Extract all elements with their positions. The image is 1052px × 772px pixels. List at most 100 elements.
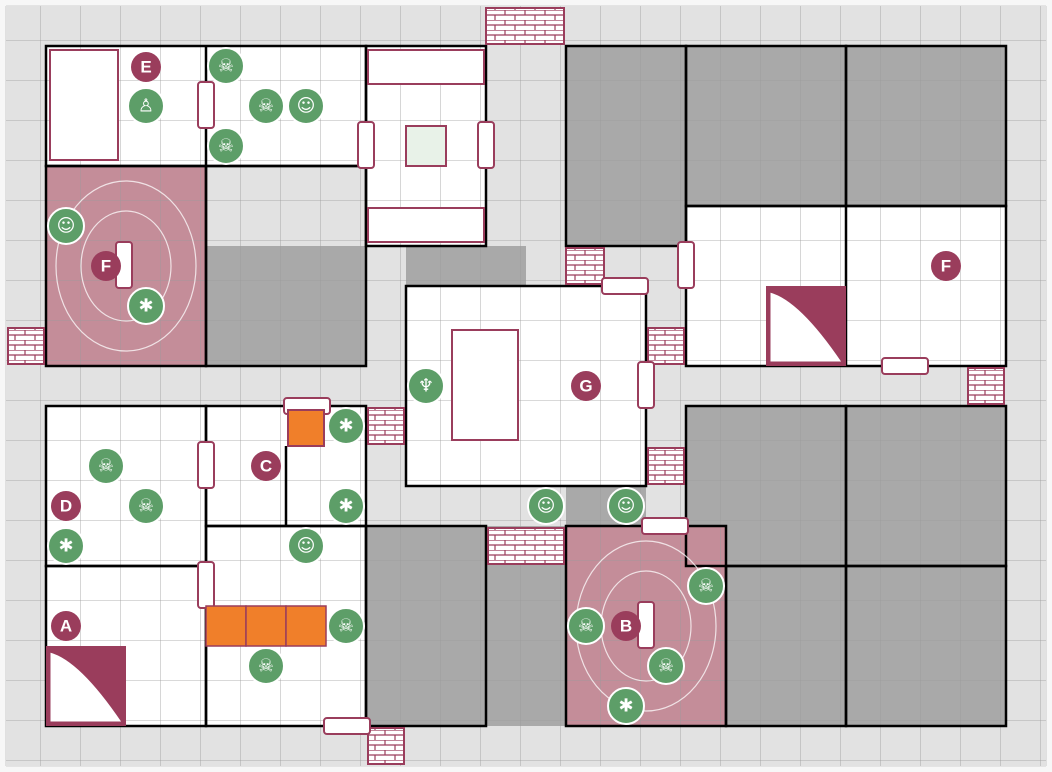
room-marker-e	[131, 52, 161, 82]
wall-shelf	[287, 409, 325, 447]
svg-text:☺: ☺	[297, 96, 316, 117]
rubble-block	[487, 527, 565, 565]
skull-token	[207, 127, 245, 165]
svg-text:✱: ✱	[338, 416, 353, 437]
stairs	[46, 286, 846, 726]
svg-text:☠: ☠	[578, 616, 594, 637]
room-marker-f-west	[91, 251, 121, 281]
svg-text:☠: ☠	[338, 616, 354, 637]
svg-text:☺: ☺	[297, 536, 316, 557]
wizard-token	[127, 87, 165, 125]
svg-text:☠: ☠	[258, 96, 274, 117]
teleport-circle	[55, 180, 197, 352]
room-marker-d	[51, 491, 81, 521]
skull-token	[127, 487, 165, 525]
door	[357, 121, 375, 169]
skull-token	[87, 447, 125, 485]
svg-text:✱: ✱	[58, 536, 73, 557]
doors[interactable]	[115, 81, 929, 735]
skull-token	[647, 647, 685, 685]
room-label-f-west: F	[101, 257, 111, 276]
room-marker-a	[51, 611, 81, 641]
table	[451, 329, 519, 441]
svg-text:✱: ✱	[338, 496, 353, 517]
monster-tokens[interactable]	[47, 47, 725, 725]
spider-token	[127, 287, 165, 325]
svg-text:♙: ♙	[138, 96, 154, 117]
skull-token	[207, 47, 245, 85]
door	[197, 441, 215, 489]
room-label-d: D	[60, 497, 72, 516]
door	[641, 517, 689, 535]
spear-trap	[285, 605, 327, 647]
door	[637, 361, 655, 409]
svg-text:☺: ☺	[537, 496, 556, 517]
room-marker-f-east	[931, 251, 961, 281]
rubble-block	[647, 327, 685, 365]
svg-text:☠: ☠	[698, 576, 714, 597]
svg-text:☠: ☠	[218, 56, 234, 77]
room-label-g: G	[579, 377, 592, 396]
rubble-block	[7, 327, 45, 365]
tombs	[49, 49, 519, 447]
room-marker-g	[571, 371, 601, 401]
grid-overlay	[6, 6, 1046, 766]
orc-token	[527, 487, 565, 525]
skull-token	[567, 607, 605, 645]
rubble-blocks	[7, 7, 1005, 765]
spider-token	[327, 487, 365, 525]
svg-text:☠: ☠	[98, 456, 114, 477]
pedestal	[405, 125, 447, 167]
svg-text:☠: ☠	[658, 656, 674, 677]
spider-token	[607, 687, 645, 725]
spider-token	[327, 407, 365, 445]
token-glyphs: ☠ ☠ ☠ ☠ ☠ ☠ ☠ ☠ ☠ ☠ ✱ ✱ ✱ ✱ ✱ ☺ ☺ ☺ ☺ ☺ ♙ ♆	[57, 56, 714, 717]
bookcase	[49, 49, 119, 161]
svg-text:✱: ✱	[618, 696, 633, 717]
svg-text:☠: ☠	[258, 656, 274, 677]
rubble-block	[647, 447, 685, 485]
svg-text:☠: ☠	[138, 496, 154, 517]
skull-token	[687, 567, 725, 605]
room-label-e: E	[140, 58, 151, 77]
svg-text:♆: ♆	[418, 376, 434, 397]
tomb	[367, 49, 485, 85]
spear-trap	[205, 605, 247, 647]
spider-token	[47, 527, 85, 565]
rubble-block	[367, 727, 405, 765]
orc-token	[287, 527, 325, 565]
rubble-block	[967, 367, 1005, 405]
door	[601, 277, 649, 295]
room-label-b: B	[620, 617, 632, 636]
room-label-a: A	[60, 617, 72, 636]
skull-token	[247, 87, 285, 125]
orc-token	[287, 87, 325, 125]
skull-token	[247, 647, 285, 685]
door	[323, 717, 371, 735]
door	[881, 357, 929, 375]
door	[477, 121, 495, 169]
room-markers	[51, 52, 961, 641]
svg-text:✱: ✱	[138, 296, 153, 317]
door	[197, 561, 215, 609]
room-marker-c	[251, 451, 281, 481]
svg-text:☺: ☺	[57, 216, 76, 237]
room-label-f-east: F	[941, 257, 951, 276]
door	[197, 81, 215, 129]
spear-trap	[245, 605, 287, 647]
orc-token	[607, 487, 645, 525]
tomb	[367, 207, 485, 243]
orc-token	[47, 207, 85, 245]
svg-text:☠: ☠	[218, 136, 234, 157]
rubble-block	[485, 7, 565, 45]
room-label-c: C	[260, 457, 272, 476]
spear-traps	[205, 605, 327, 647]
svg-text:☺: ☺	[617, 496, 636, 517]
room-marker-b	[611, 611, 641, 641]
door	[677, 241, 695, 289]
rubble-block	[367, 407, 405, 445]
skull-token	[327, 607, 365, 645]
rubble-block	[565, 247, 605, 285]
goblin-token	[407, 367, 445, 405]
